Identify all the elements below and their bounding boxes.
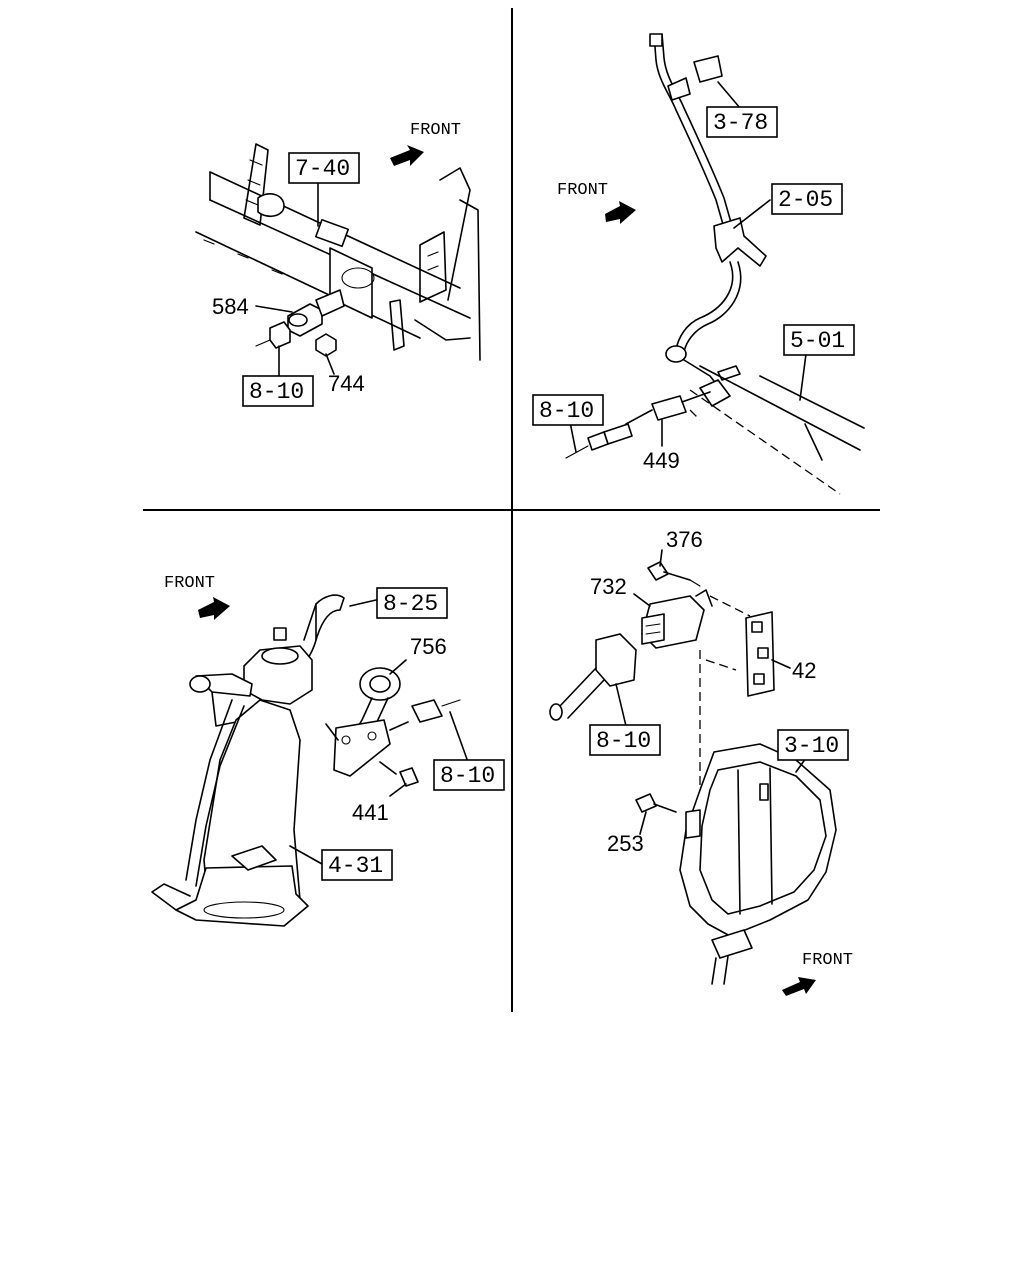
quadrant-top-right: FRONT [532, 33, 865, 495]
frame-rail [699, 365, 861, 451]
cable-harness [649, 33, 767, 407]
part-732-unit [641, 589, 713, 649]
ref-8-10-bl: 8-10 [440, 763, 495, 789]
quadrant-top-left: FRONT [195, 121, 481, 407]
connector-8-10 [411, 699, 443, 723]
part-732-label: 732 [590, 574, 627, 599]
canister-3-10 [679, 743, 837, 985]
part-441-label: 441 [352, 800, 389, 825]
ref-8-10-tr: 8-10 [539, 398, 594, 424]
part-253-label: 253 [607, 831, 644, 856]
part-376-label: 376 [666, 527, 703, 552]
ref-7-40: 7-40 [295, 156, 350, 182]
connector-8-10 [549, 633, 637, 721]
connector-8-10 [269, 321, 291, 349]
front-label: FRONT [802, 951, 853, 970]
part-744-label: 744 [328, 371, 365, 396]
part-253-bolt [635, 793, 677, 813]
ref-3-78: 3-78 [713, 110, 768, 136]
front-arrow-icon [390, 145, 424, 166]
front-label: FRONT [164, 574, 215, 593]
front-arrow-icon [198, 597, 230, 620]
quadrant-bottom-left: FRONT [151, 574, 505, 927]
part-449-label: 449 [643, 448, 680, 473]
ref-8-10-tl: 8-10 [249, 379, 304, 405]
part-42-bracket [745, 611, 775, 697]
part-441-bolt [379, 761, 419, 787]
part-584-label: 584 [212, 294, 249, 319]
front-arrow-icon [782, 977, 816, 996]
quadrant-bottom-right: FRONT [549, 527, 853, 996]
part-756-bracket [325, 667, 409, 777]
ref-5-01: 5-01 [790, 328, 845, 354]
part-42-label: 42 [792, 658, 816, 683]
ref-8-10-br: 8-10 [596, 728, 651, 754]
ref-3-10: 3-10 [784, 733, 839, 759]
part-376-bolt [647, 561, 701, 587]
ref-4-31: 4-31 [328, 853, 383, 879]
ref-8-25: 8-25 [383, 591, 438, 617]
steering-column [151, 594, 345, 927]
ref-2-05: 2-05 [778, 187, 833, 213]
part-584-bracket [287, 289, 345, 337]
front-arrow-icon [605, 201, 636, 224]
front-label: FRONT [557, 181, 608, 200]
part-449-sensor [565, 391, 711, 459]
part-756-label: 756 [410, 634, 447, 659]
part-744-nut [315, 333, 337, 357]
front-label: FRONT [410, 121, 461, 140]
